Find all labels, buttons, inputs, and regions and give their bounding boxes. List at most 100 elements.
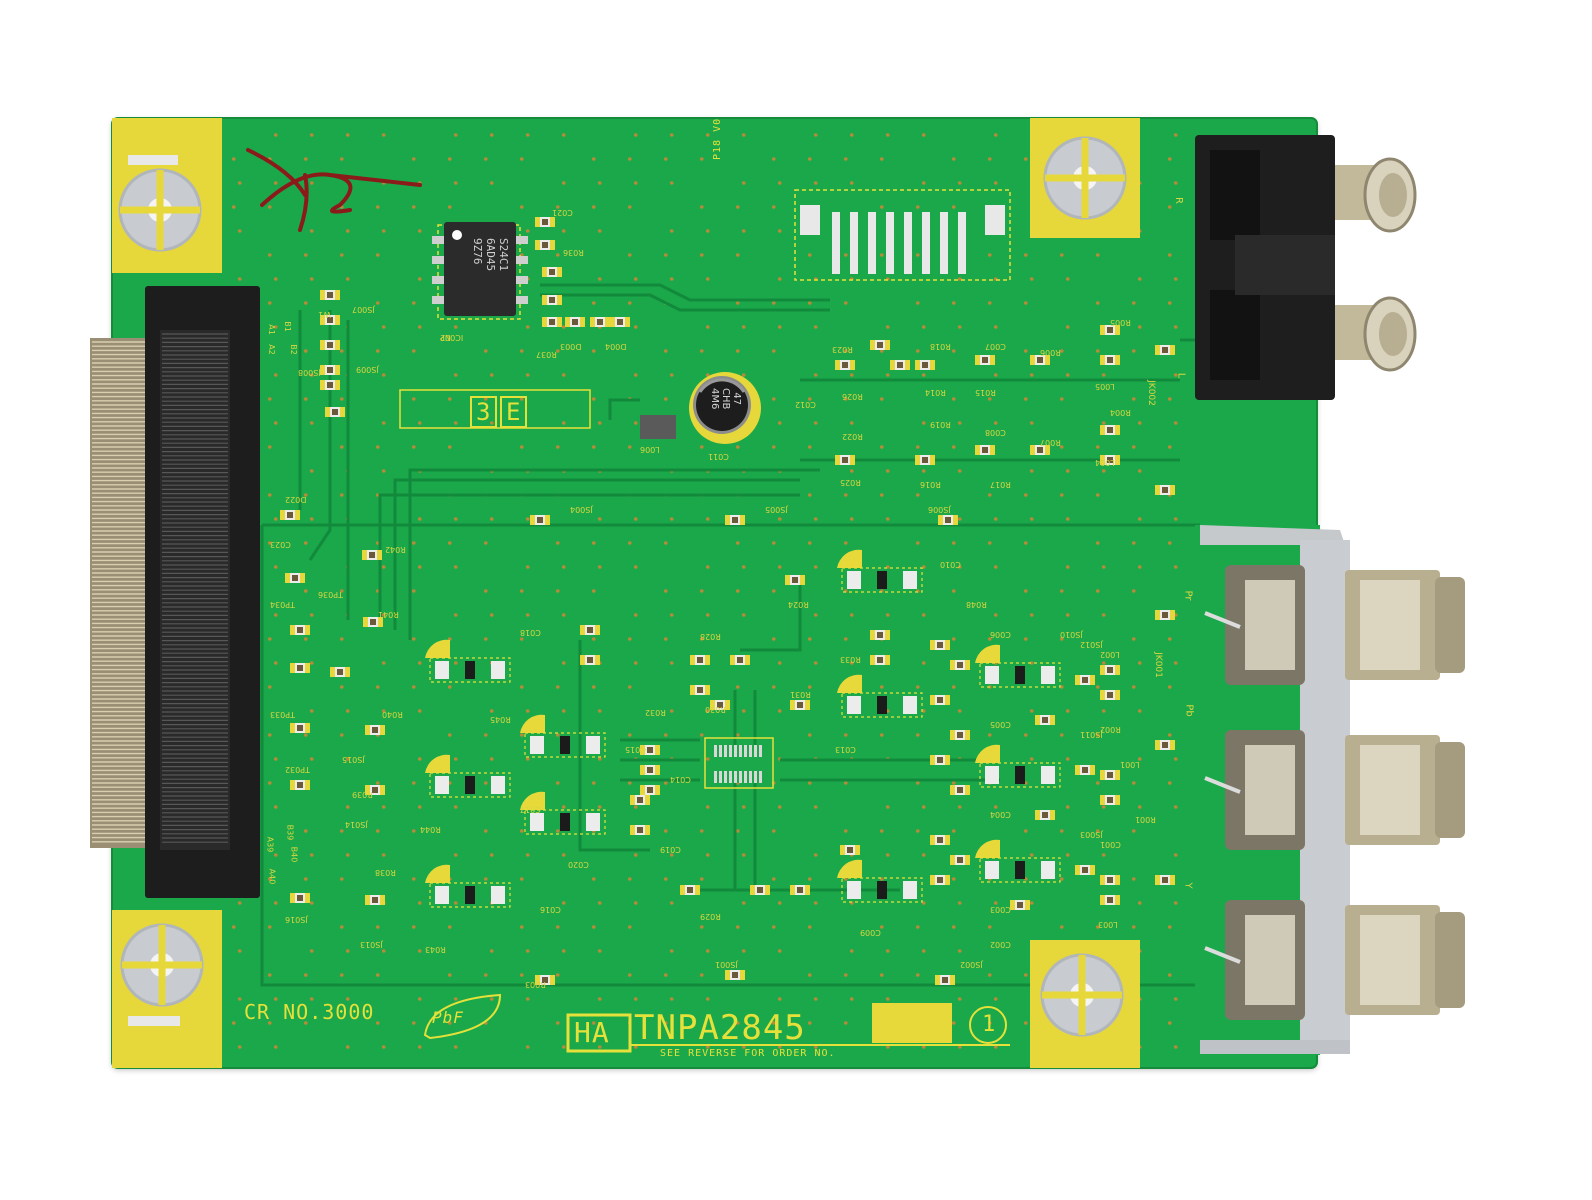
via — [885, 613, 890, 617]
via — [417, 757, 422, 761]
via — [1023, 493, 1028, 497]
via — [669, 181, 674, 185]
via — [525, 757, 530, 761]
smd-terminal — [1050, 715, 1055, 725]
via — [309, 517, 314, 521]
bnc-body — [1245, 915, 1295, 1005]
smd-body — [647, 787, 653, 793]
jack-label-jk001: JK001 — [1152, 652, 1163, 678]
via — [885, 1045, 890, 1049]
via — [303, 589, 308, 593]
lead-free-label: PbF — [432, 1008, 464, 1027]
via — [633, 373, 638, 377]
reference-designator: NP — [440, 333, 451, 342]
via — [561, 1045, 566, 1049]
via — [777, 325, 782, 329]
pin-label: B39 — [285, 824, 295, 841]
via — [411, 397, 416, 401]
smd-body — [370, 619, 376, 625]
via — [807, 877, 812, 881]
smd-terminal — [377, 550, 382, 560]
reference-designator: L003 — [1098, 920, 1118, 929]
via — [915, 205, 920, 209]
order-number-pad — [872, 1003, 952, 1043]
ic-pin — [734, 771, 737, 783]
via — [777, 421, 782, 425]
via — [591, 589, 596, 593]
via — [591, 157, 596, 161]
via — [447, 397, 452, 401]
via — [273, 901, 278, 905]
ribbon-pin — [940, 212, 948, 274]
via — [555, 973, 560, 977]
via — [1101, 853, 1106, 857]
via — [951, 301, 956, 305]
smd-body — [687, 887, 693, 893]
via — [411, 541, 416, 545]
smd-body — [1082, 867, 1088, 873]
smd-body — [537, 517, 543, 523]
via — [417, 565, 422, 569]
smd-body — [937, 697, 943, 703]
via — [525, 853, 530, 857]
via — [309, 181, 314, 185]
via — [849, 469, 854, 473]
via — [1167, 685, 1172, 689]
via — [1029, 421, 1034, 425]
smd-terminal — [535, 240, 540, 250]
via — [375, 781, 380, 785]
smd-terminal — [850, 455, 855, 465]
via — [231, 1021, 236, 1025]
transistor-lead — [847, 696, 861, 714]
transistor-body — [465, 776, 475, 794]
via — [309, 229, 314, 233]
reference-designator: D003 — [560, 342, 582, 351]
smd-terminal — [565, 317, 570, 327]
via — [597, 901, 602, 905]
via — [951, 397, 956, 401]
smd-terminal — [1100, 795, 1105, 805]
via — [375, 349, 380, 353]
via — [525, 997, 530, 1001]
smd-terminal — [535, 217, 540, 227]
smd-terminal — [930, 875, 935, 885]
via — [483, 589, 488, 593]
video-driver-ic — [704, 737, 774, 789]
smd-terminal — [975, 355, 980, 365]
via — [1059, 589, 1064, 593]
via — [633, 325, 638, 329]
via — [669, 949, 674, 953]
smd-terminal — [542, 267, 547, 277]
via — [1059, 877, 1064, 881]
smd-body — [1037, 447, 1043, 453]
via — [741, 709, 746, 713]
smd-body — [877, 632, 883, 638]
smd-terminal — [630, 795, 635, 805]
via — [1095, 685, 1100, 689]
via — [519, 685, 524, 689]
via — [633, 661, 638, 665]
via — [669, 133, 674, 137]
via — [705, 229, 710, 233]
smd-terminal — [1030, 445, 1035, 455]
reference-designator: D004 — [605, 342, 627, 351]
via — [669, 709, 674, 713]
smd-terminal — [953, 515, 958, 525]
via — [411, 829, 416, 833]
via — [705, 133, 710, 137]
via — [1029, 613, 1034, 617]
section-label-e: E — [500, 396, 528, 428]
via — [483, 781, 488, 785]
smd-terminal — [580, 625, 585, 635]
via — [1095, 925, 1100, 929]
via — [807, 301, 812, 305]
transistor-lead — [1041, 666, 1055, 684]
via — [267, 925, 272, 929]
circuit-board — [112, 118, 1317, 1068]
via — [417, 421, 422, 425]
via — [483, 157, 488, 161]
smd-terminal — [380, 785, 385, 795]
reference-designator: L001 — [1120, 760, 1140, 769]
smd-body — [1042, 717, 1048, 723]
via — [987, 637, 992, 641]
